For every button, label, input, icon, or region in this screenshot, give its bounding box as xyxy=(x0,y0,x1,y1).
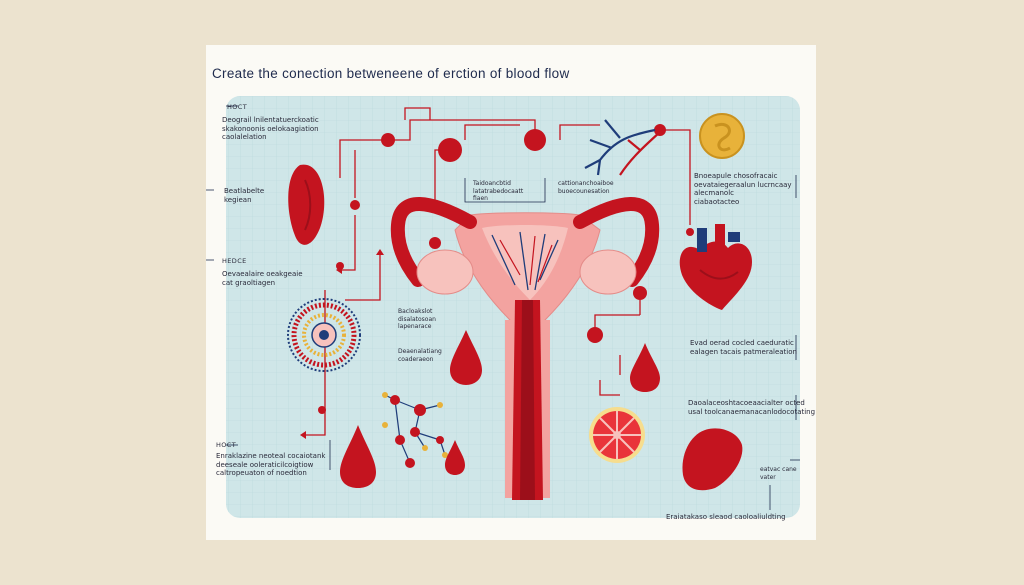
kidney-icon xyxy=(288,164,325,245)
label-mid-center: Bacloakslot disalatosoan lapenarace xyxy=(398,308,436,330)
label-top-left: Deograil lnilentatuerckoatic skakonoonis… xyxy=(222,116,319,141)
label-top-right: Bnoeapule chosofracaic oevataiegeraalun … xyxy=(694,172,792,206)
header-mid-left: HEDCE xyxy=(222,257,247,265)
heart-icon xyxy=(679,224,752,310)
grapefruit-icon xyxy=(589,407,645,463)
label-center-right: cattionanchoaiboe buoecounesation xyxy=(558,180,614,195)
label-center-box: Taidoancbtid latatrabedocaatt fiaen xyxy=(473,180,524,202)
label-bottom-left: Enraklazine neoteal cocaiotank deeseale … xyxy=(216,452,326,477)
vessel-icon xyxy=(584,119,661,176)
blood-drop-icon xyxy=(340,330,743,491)
diagram-title: Create the conection betweneene of ercti… xyxy=(212,66,570,81)
label-left-small: Beatlabelte kegiean xyxy=(224,187,265,204)
label-mid-left: Oevaealaire oeakgeaie cat graoltiagen xyxy=(222,270,303,287)
coin-icon xyxy=(699,113,745,159)
label-bottom-right: Eraiatakaso sleaod caoloaliuldting xyxy=(666,513,786,521)
molecule-icon xyxy=(382,392,448,468)
header-bottom-left: HOCT xyxy=(216,441,237,449)
label-right-mid: Evad oerad cocled caeduratic ealagen tac… xyxy=(690,339,797,356)
label-right-lower: Daoalaceoshtacoeaacialter octed usal too… xyxy=(688,399,816,416)
cell-icon xyxy=(287,298,361,372)
uterus-icon xyxy=(390,197,660,500)
label-mid-center-2: Deaenalatiang coaderaeon xyxy=(398,348,442,363)
header-top-left: HOCT xyxy=(227,103,248,111)
nodes xyxy=(318,124,694,414)
label-brackets xyxy=(206,105,800,510)
label-right-small: eatvac cane vater xyxy=(760,466,797,481)
